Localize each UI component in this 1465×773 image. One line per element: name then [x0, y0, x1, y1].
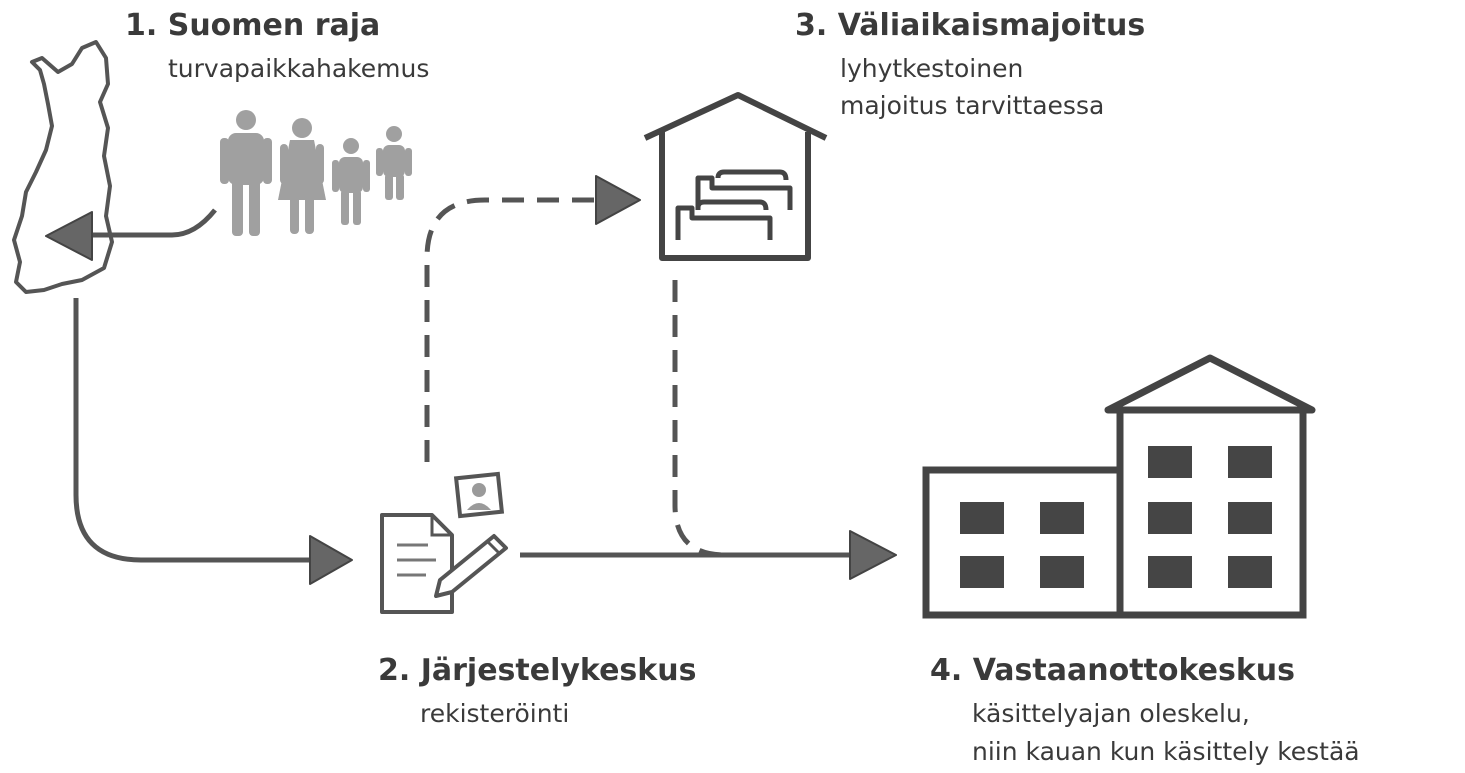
photo-icon: [453, 471, 505, 519]
step-4-label: 4. Vastaanottokeskus käsittelyajan olesk…: [930, 653, 1360, 766]
arrow-registration-to-temporary-housing: [424, 197, 596, 462]
step-1-description: turvapaikkahakemus: [168, 54, 429, 83]
woman-figure: [278, 118, 326, 234]
step-4-description-line-1: käsittelyajan oleskelu,: [972, 699, 1250, 728]
step-2-title: 2. Järjestelykeskus: [378, 653, 696, 688]
step-2-description: rekisteröinti: [420, 699, 569, 728]
document-icon: [380, 513, 454, 614]
bed-icon: [695, 169, 793, 210]
bed-icon: [675, 199, 773, 240]
arrowhead-left: [45, 211, 93, 261]
family-figures-icon: [220, 110, 412, 236]
child-figure: [332, 138, 370, 225]
child-figure: [376, 126, 412, 200]
arrowhead-right: [849, 530, 897, 580]
step-3-description-line-2: majoitus tarvittaessa: [840, 91, 1104, 120]
finland-map-icon: [12, 40, 114, 294]
arrow-family-to-border: [92, 208, 217, 238]
pen-icon: [434, 534, 508, 598]
step-3-label: 3. Väliaikaismajoitus lyhytkestoinen maj…: [795, 8, 1145, 120]
temporary-housing-icon: [643, 92, 828, 261]
arrow-border-to-registration: [73, 298, 310, 563]
arrow-temporary-housing-to-reception: [672, 280, 726, 558]
step-4-title: 4. Vastaanottokeskus: [930, 653, 1295, 688]
man-figure: [220, 110, 272, 236]
arrowhead-right: [595, 175, 641, 225]
step-2-label: 2. Järjestelykeskus rekisteröinti: [378, 653, 696, 728]
step-3-description-line-1: lyhytkestoinen: [840, 54, 1023, 83]
reception-center-building-icon: [922, 354, 1316, 619]
step-4-description-line-2: niin kauan kun käsittely kestää: [972, 737, 1360, 766]
step-3-title: 3. Väliaikaismajoitus: [795, 8, 1145, 43]
step-1-title: 1. Suomen raja: [125, 8, 380, 43]
arrowhead-right: [309, 535, 353, 585]
registration-document-icon: [380, 471, 508, 614]
step-1-label: 1. Suomen raja turvapaikkahakemus: [125, 8, 429, 83]
